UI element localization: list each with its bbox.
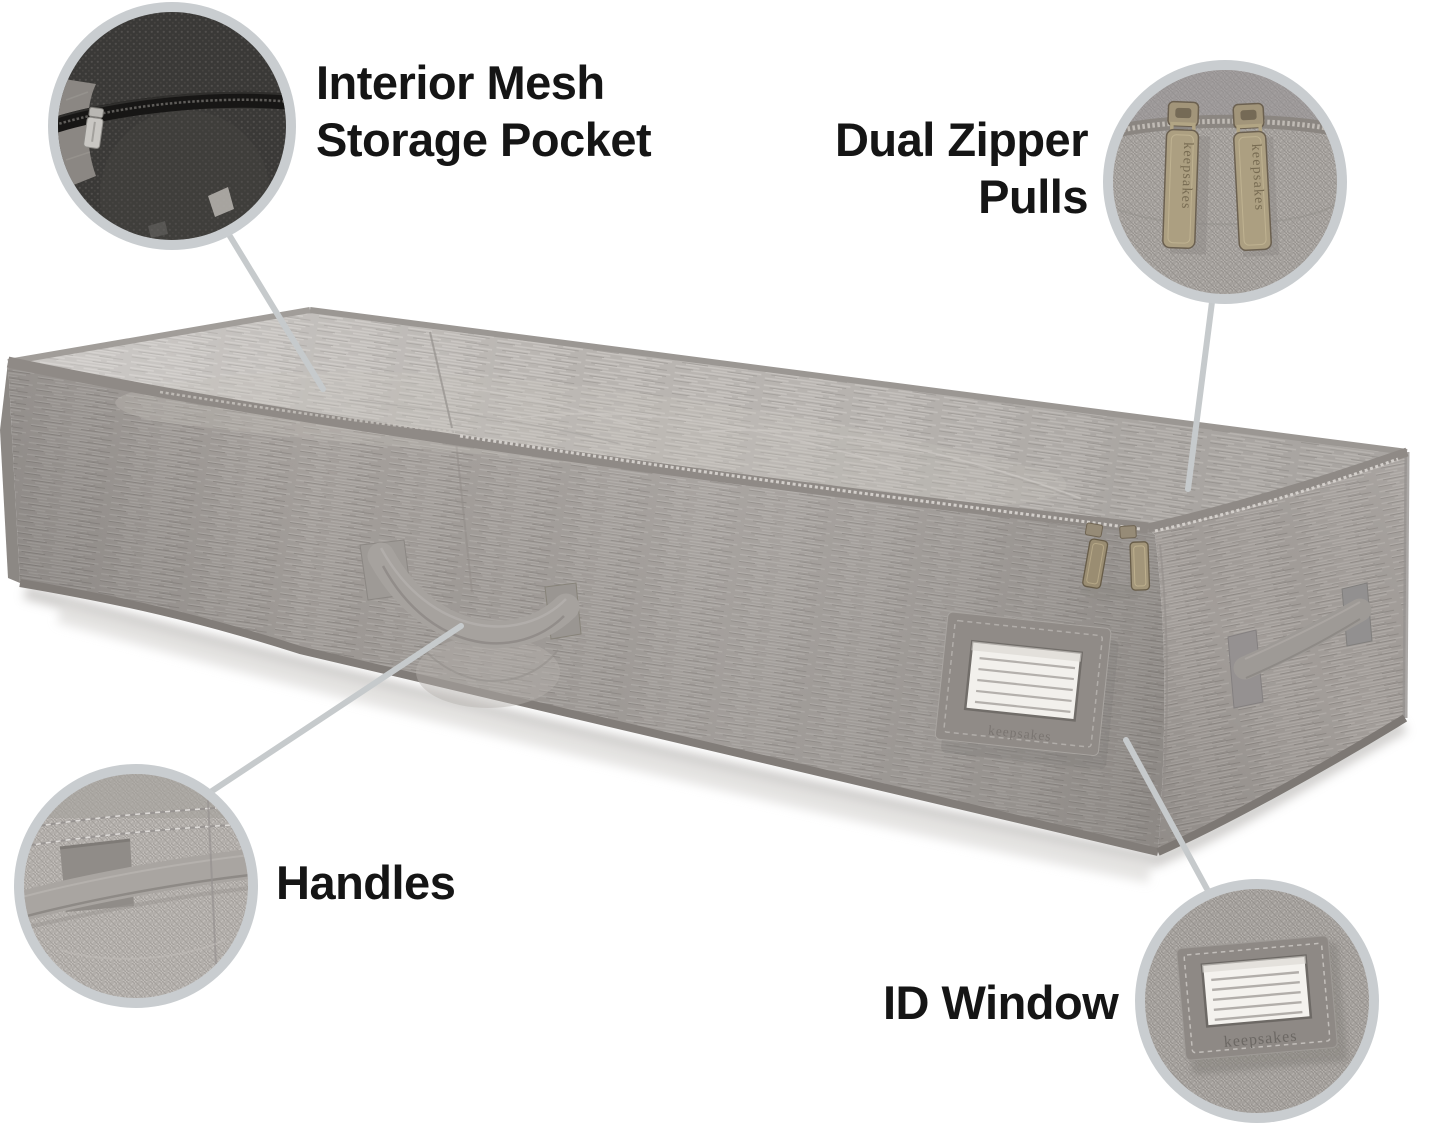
connector-line-handles [209, 623, 464, 794]
callout-circle-handles [14, 764, 258, 1008]
label-handles: Handles [276, 856, 456, 909]
label-id-window: ID Window [883, 976, 1119, 1029]
lid-wrinkles [249, 376, 1091, 506]
connector-lines [209, 230, 1215, 892]
id-window-product: keepsakes [934, 611, 1119, 770]
id-window-closeup: keepsakes [1176, 935, 1348, 1075]
mesh-zipper-pull [83, 106, 105, 149]
callout-circle-zipper: keepsakes keepsakes [1103, 60, 1347, 304]
corner-seam [1159, 544, 1168, 841]
floor-shadow [23, 585, 1408, 883]
bottom-trim [19, 579, 1408, 856]
label-interior-mesh: Interior Mesh Storage Pocket [316, 56, 652, 166]
pull-engraving: keepsakes [1178, 142, 1195, 210]
brand-emboss: keepsakes [1223, 1028, 1298, 1051]
callout-circle-mesh [48, 2, 296, 250]
zipper-track [159, 390, 1399, 533]
connector-line-mesh [225, 230, 326, 392]
front-handle [359, 539, 582, 708]
brand-emboss: keepsakes [987, 722, 1052, 744]
box-front-face [8, 362, 1168, 852]
lid-contents-bulge [115, 371, 1067, 507]
box-lid [6, 307, 1409, 534]
connector-line-idwindow [1123, 737, 1210, 892]
closeup-handle-strap [24, 849, 248, 921]
lid-front-trim [6, 356, 1149, 534]
pocket-side-fabric [58, 78, 96, 188]
side-handle [1227, 582, 1373, 709]
zipper-pulls [1080, 522, 1151, 600]
pull-tag-left: keepsakes [1162, 100, 1200, 249]
lid-right-trim [1146, 447, 1409, 533]
callout-circle-idwindow: keepsakes [1135, 879, 1379, 1123]
label-dual-zipper: Dual Zipper Pulls [834, 113, 1089, 223]
storage-box: keepsakes [0, 307, 1410, 856]
pull-engraving: keepsakes [1248, 143, 1267, 211]
lid-seam [429, 331, 453, 429]
connector-line-zipper [1185, 299, 1215, 492]
pull-tag-right: keepsakes [1232, 102, 1272, 252]
front-seam [454, 431, 473, 593]
box-left-edge [0, 362, 20, 583]
